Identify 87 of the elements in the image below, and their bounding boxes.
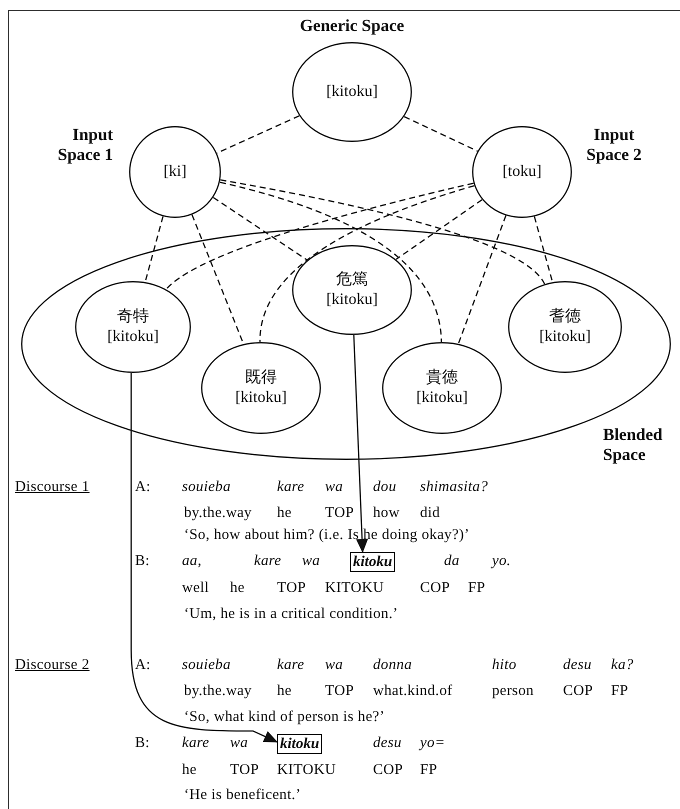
romanized-word: ka? — [611, 656, 634, 674]
gloss-text: he — [277, 504, 292, 522]
kanji-word: 既得 — [245, 368, 277, 388]
romanized-word: wa — [230, 734, 248, 752]
reading-text: [kitoku] — [107, 327, 159, 347]
kanji-word: 耆徳 — [549, 307, 581, 327]
mapping-line — [458, 215, 506, 344]
kanji-word: 奇特 — [117, 307, 149, 327]
romanized-word: wa — [325, 656, 344, 674]
mapping-line — [216, 115, 300, 154]
gloss-text: COP — [373, 761, 404, 779]
romanized-word: wa — [325, 478, 344, 496]
gloss-text: TOP — [325, 504, 354, 522]
mapping-line — [396, 199, 482, 260]
romanized-word: desu — [373, 734, 402, 752]
romanized-word: aa, — [182, 552, 202, 570]
space-heading: Generic Space — [298, 16, 406, 36]
gloss-text: TOP — [277, 579, 306, 597]
space-heading: Input Space 2 — [585, 125, 643, 165]
gloss-text: how — [373, 504, 400, 522]
space-heading: Input Space 1 — [56, 125, 113, 165]
romanized-word: yo= — [420, 734, 446, 752]
gloss-text: ‘He is beneficent.’ — [184, 786, 301, 804]
space-heading: Blended Space — [603, 425, 664, 465]
romanized-word: hito — [492, 656, 517, 674]
gloss-text: FP — [468, 579, 486, 597]
reading-text: [kitoku] — [326, 290, 378, 310]
romanized-word: kare — [277, 478, 304, 496]
kanji-word: 危篤 — [336, 270, 368, 290]
romanized-word: dou — [373, 478, 396, 496]
kanji-word: 貴徳 — [426, 368, 458, 388]
gloss-text: FP — [611, 682, 628, 700]
gloss-text: KITOKU — [277, 761, 336, 779]
gloss-text: ‘So, what kind of person is he?’ — [184, 708, 385, 726]
romanized-word: desu — [563, 656, 592, 674]
speaker-label: A: — [135, 478, 151, 496]
reading-text: [kitoku] — [539, 327, 591, 347]
reading-text: [kitoku] — [326, 82, 378, 102]
gloss-text: COP — [420, 579, 450, 597]
romanized-word: donna — [373, 656, 412, 674]
reading-text: [kitoku] — [235, 388, 287, 408]
gloss-text: TOP — [230, 761, 259, 779]
gloss-text: ‘Um, he is in a critical condition.’ — [184, 605, 398, 623]
gloss-text: well — [182, 579, 210, 597]
romanized-word: souieba — [182, 656, 231, 674]
romanized-word: souieba — [182, 478, 231, 496]
gloss-text: he — [230, 579, 245, 597]
mapping-line — [220, 179, 546, 284]
romanized-word: kare — [254, 552, 282, 570]
romanized-word: kare — [277, 656, 304, 674]
arrow — [130, 373, 278, 743]
romanized-word: wa — [302, 552, 320, 570]
reading-text: [kitoku] — [416, 388, 468, 408]
arrow — [353, 334, 368, 553]
gloss-text: ‘So, how about him? (i.e. Is he doing okay?)’ — [184, 526, 470, 544]
speaker-label: B: — [135, 734, 150, 752]
gloss-text: FP — [420, 761, 438, 779]
reading-text: [toku] — [502, 162, 542, 182]
speaker-label: B: — [135, 552, 150, 570]
gloss-text: he — [182, 761, 197, 779]
boxed-word: kitoku — [277, 734, 322, 754]
romanized-word: da — [444, 552, 460, 570]
mapping-line — [534, 216, 554, 282]
reading-text: [ki] — [163, 162, 187, 182]
speaker-label: A: — [135, 656, 151, 674]
discourse-heading: Discourse 2 — [15, 656, 90, 674]
romanized-word: shimasita? — [420, 478, 488, 496]
mapping-line — [220, 182, 442, 342]
gloss-text: COP — [563, 682, 594, 700]
gloss-text: person — [492, 682, 534, 700]
gloss-text: by.the.way — [184, 682, 252, 700]
romanized-word: yo. — [492, 552, 511, 570]
gloss-text: KITOKU — [325, 579, 384, 597]
gloss-text: he — [277, 682, 292, 700]
gloss-text: did — [420, 504, 440, 522]
romanized-word: kare — [182, 734, 210, 752]
gloss-text: by.the.way — [184, 504, 252, 522]
discourse-heading: Discourse 1 — [15, 478, 90, 496]
mapping-line — [404, 116, 478, 152]
mapping-line — [144, 216, 164, 282]
mapping-line — [191, 214, 244, 344]
mapping-line — [212, 196, 308, 261]
boxed-word: kitoku — [350, 552, 396, 572]
gloss-text: what.kind.of — [373, 682, 452, 700]
gloss-text: TOP — [325, 682, 354, 700]
mapping-line — [259, 185, 474, 342]
mapping-line — [166, 182, 474, 290]
